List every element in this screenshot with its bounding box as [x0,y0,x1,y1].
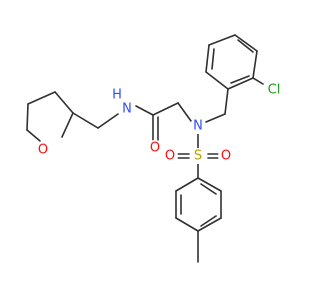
bond [72,112,99,129]
bond [135,105,154,116]
bond [200,215,217,227]
n-amide-label-bg [119,101,135,117]
bond [205,71,229,90]
o-sulfonyl-right-label-bg [218,148,234,164]
bond [97,113,119,129]
bond [26,129,41,142]
bond [224,88,229,115]
bond [175,217,199,232]
n-sulfonamide-label-bg [190,118,206,134]
bond [252,77,264,85]
bond [230,75,250,84]
bond [237,39,254,53]
bond [26,103,29,131]
bond [211,48,215,70]
bond [205,44,210,73]
cl-label: Cl [268,83,281,98]
o-sulfonyl-left-label-bg [162,148,178,164]
h-amide-label: H [112,88,122,103]
bond [234,34,258,52]
bond [200,183,217,195]
molecule-structure: O N H O N Cl S O O [26,34,281,263]
bond [177,102,192,122]
bond [252,50,258,79]
bond [152,102,179,116]
bond [205,113,226,123]
bonds [26,34,264,263]
o-sulfonyl-left-label: O [165,149,175,164]
bond [208,34,236,46]
atom-labels: O N H O N Cl S O O [35,83,281,164]
bond [27,91,56,105]
molecule-diagram: O N H O N Cl S O O [26,34,281,263]
o-carbonyl-label-bg [147,140,163,156]
bond [61,112,74,138]
o-ring-label-bg [35,142,51,158]
o-carbonyl-label: O [150,141,160,156]
bond [197,177,222,192]
s-label: S [194,149,202,164]
s-label-bg [190,148,206,164]
o-ring-label: O [38,143,48,158]
bond [227,77,254,90]
bond [54,91,74,114]
n-sulfonamide-label: N [193,119,203,134]
n-amide-label: N [122,102,132,117]
o-sulfonyl-right-label: O [221,149,231,164]
bond [197,217,222,232]
bond [175,177,199,192]
